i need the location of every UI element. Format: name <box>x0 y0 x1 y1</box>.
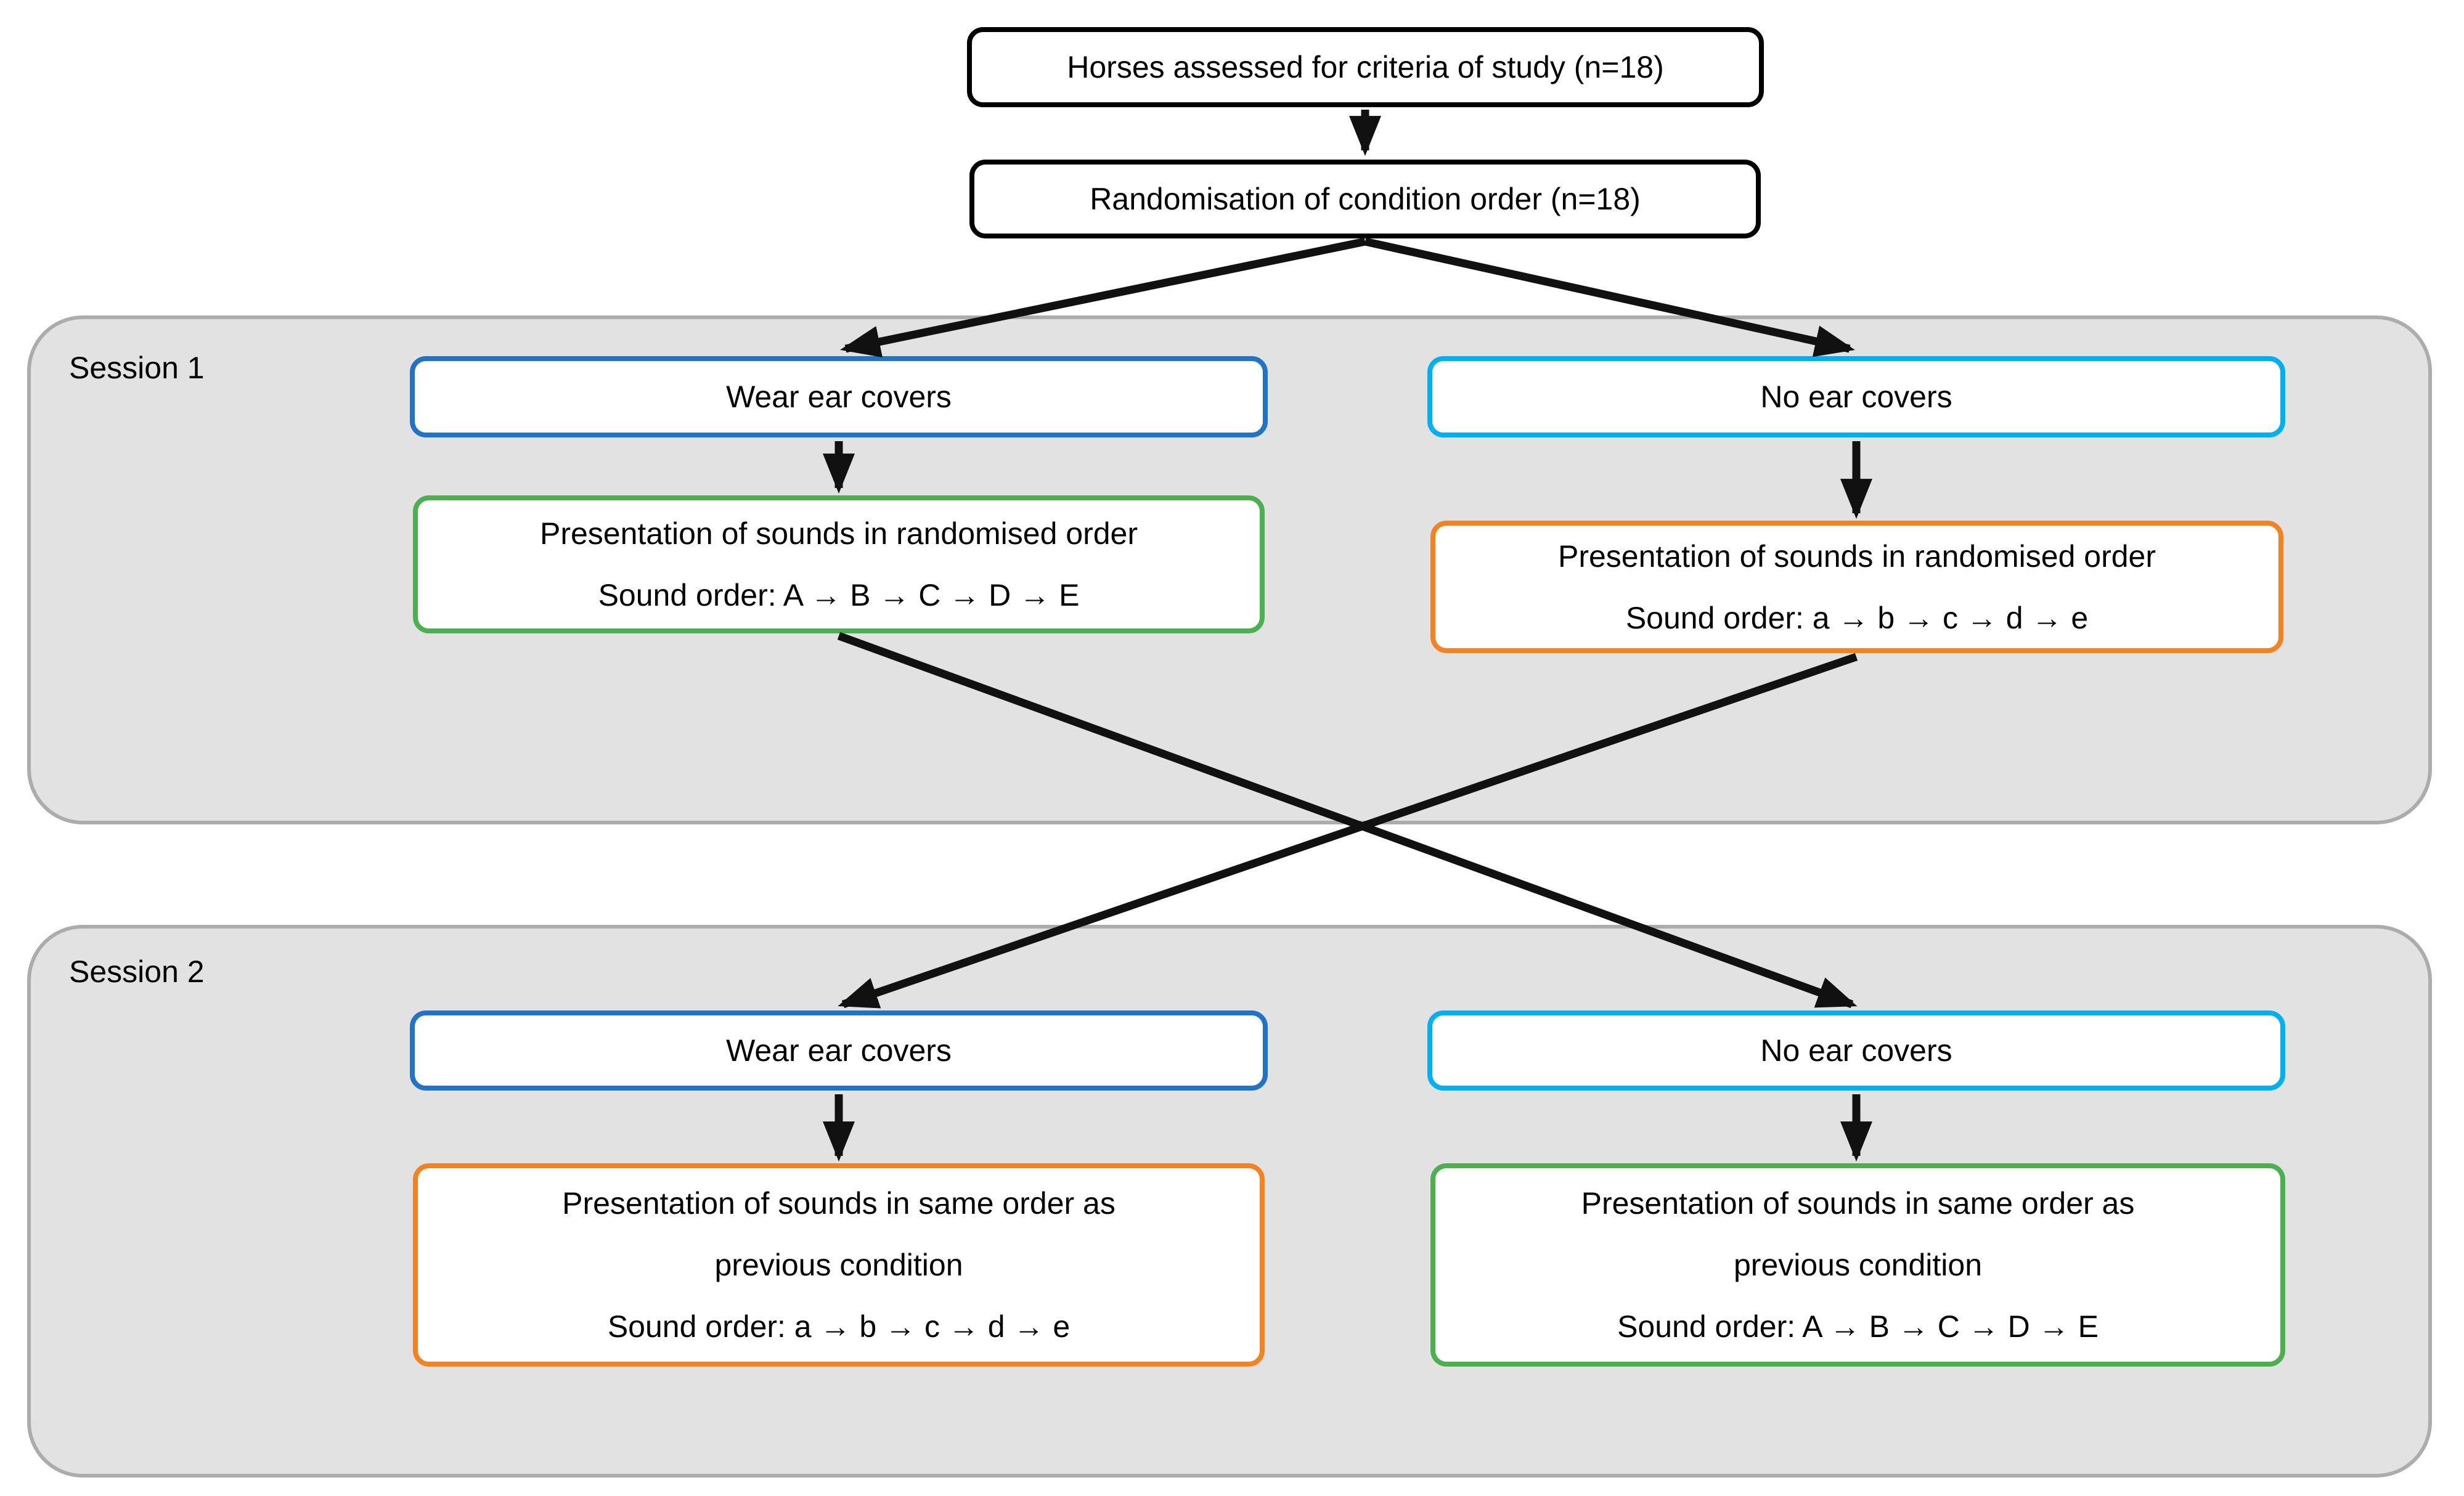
presentation-line2: previous condition <box>1733 1248 1983 1282</box>
sound-order-line: Sound order: a → b → c → d → e <box>607 1309 1071 1344</box>
session1-no-ear-covers-text: No ear covers <box>1760 380 1952 414</box>
sound-order-line: Sound order: a → b → c → d → e <box>1625 600 2089 635</box>
presentation-line: Presentation of sounds in same order as <box>562 1186 1116 1221</box>
session1-presentation-wear-box: Presentation of sounds in randomised ord… <box>413 495 1265 633</box>
session2-presentation-no-box: Presentation of sounds in same order as … <box>1430 1163 2285 1367</box>
session2-no-ear-covers-box: No ear covers <box>1427 1010 2285 1091</box>
session1-label: Session 1 <box>69 351 205 385</box>
presentation-line2: previous condition <box>714 1248 963 1282</box>
presentation-line: Presentation of sounds in randomised ord… <box>539 516 1138 551</box>
session1-wear-ear-covers-box: Wear ear covers <box>410 356 1268 437</box>
session2-no-ear-covers-text: No ear covers <box>1760 1033 1952 1068</box>
sound-order-line: Sound order: A → B → C → D → E <box>1617 1309 2099 1344</box>
assess-box: Horses assessed for criteria of study (n… <box>967 27 1764 107</box>
assess-box-text: Horses assessed for criteria of study (n… <box>1067 50 1664 84</box>
session2-presentation-wear-box: Presentation of sounds in same order as … <box>413 1163 1265 1367</box>
session2-label: Session 2 <box>69 954 205 989</box>
randomise-box-text: Randomisation of condition order (n=18) <box>1090 182 1641 216</box>
session1-wear-ear-covers-text: Wear ear covers <box>726 380 952 414</box>
presentation-line: Presentation of sounds in randomised ord… <box>1557 539 2156 574</box>
sound-order-line: Sound order: A → B → C → D → E <box>598 578 1080 612</box>
session2-wear-ear-covers-text: Wear ear covers <box>726 1033 952 1068</box>
session1-no-ear-covers-box: No ear covers <box>1427 356 2285 437</box>
randomise-box: Randomisation of condition order (n=18) <box>969 160 1761 238</box>
session2-wear-ear-covers-box: Wear ear covers <box>410 1010 1268 1091</box>
session1-presentation-no-box: Presentation of sounds in randomised ord… <box>1430 521 2283 653</box>
presentation-line: Presentation of sounds in same order as <box>1581 1186 2135 1221</box>
